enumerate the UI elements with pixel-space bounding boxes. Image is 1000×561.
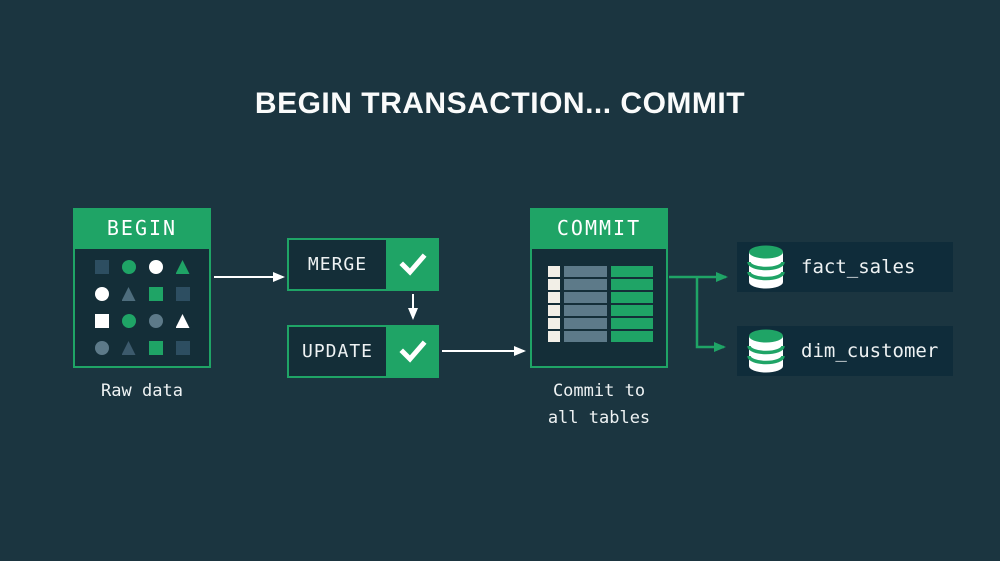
circle-shape <box>148 314 163 328</box>
square-shape <box>94 260 109 274</box>
begin-block: BEGIN <box>73 208 211 368</box>
page-title: BEGIN TRANSACTION... COMMIT <box>254 87 746 120</box>
table-row <box>548 266 666 277</box>
begin-header: BEGIN <box>73 208 211 247</box>
table-name: dim_customer <box>801 340 939 362</box>
square-shape <box>175 341 190 355</box>
commit-caption: Commit to all tables <box>504 378 694 432</box>
table-cell <box>548 279 560 290</box>
table-cell <box>611 331 653 342</box>
table-cell <box>564 292 607 303</box>
checkmark-icon <box>398 339 427 363</box>
table-cell <box>611 292 653 303</box>
raw-data-caption: Raw data <box>101 381 183 401</box>
table-row <box>548 318 666 329</box>
database-icon <box>747 245 785 289</box>
circle-shape <box>94 287 109 301</box>
fact-sales-panel: fact_sales <box>737 242 953 292</box>
table-cell <box>548 266 560 277</box>
commit-table <box>532 249 666 342</box>
commit-caption-line1: Commit to <box>552 381 646 401</box>
square-shape <box>148 287 163 301</box>
table-row <box>548 279 666 290</box>
circle-shape <box>94 341 109 355</box>
triangle-shape <box>121 287 136 301</box>
table-row <box>548 292 666 303</box>
table-row <box>548 305 666 316</box>
merge-label: MERGE <box>307 254 368 275</box>
table-cell <box>548 318 560 329</box>
circle-shape <box>148 260 163 274</box>
table-cell <box>548 331 560 342</box>
table-cell <box>548 305 560 316</box>
dim-customer-panel: dim_customer <box>737 326 953 376</box>
raw-data-grid <box>73 247 211 368</box>
merge-step: MERGE <box>287 238 439 291</box>
commit-body <box>530 247 668 368</box>
triangle-shape <box>121 341 136 355</box>
square-shape <box>175 287 190 301</box>
table-cell <box>564 331 607 342</box>
table-cell <box>548 292 560 303</box>
table-cell <box>564 266 607 277</box>
table-cell <box>611 266 653 277</box>
table-cell <box>611 318 653 329</box>
square-shape <box>148 341 163 355</box>
table-name: fact_sales <box>801 256 916 278</box>
table-cell <box>564 279 607 290</box>
arrow-commit-to-dim-customer <box>695 277 726 352</box>
commit-caption-line2: all tables <box>547 408 651 428</box>
database-icon <box>747 329 785 373</box>
commit-header: COMMIT <box>530 208 668 247</box>
table-cell <box>564 318 607 329</box>
commit-block: COMMIT <box>530 208 668 368</box>
merge-check-panel <box>386 238 439 291</box>
table-cell <box>611 305 653 316</box>
triangle-shape <box>175 260 190 274</box>
circle-shape <box>121 260 136 274</box>
circle-shape <box>121 314 136 328</box>
checkmark-icon <box>398 252 427 276</box>
update-check-panel <box>386 325 439 378</box>
square-shape <box>94 314 109 328</box>
table-cell <box>611 279 653 290</box>
triangle-shape <box>175 314 190 328</box>
table-cell <box>564 305 607 316</box>
update-label: UPDATE <box>301 341 374 362</box>
update-step: UPDATE <box>287 325 439 378</box>
table-row <box>548 331 666 342</box>
